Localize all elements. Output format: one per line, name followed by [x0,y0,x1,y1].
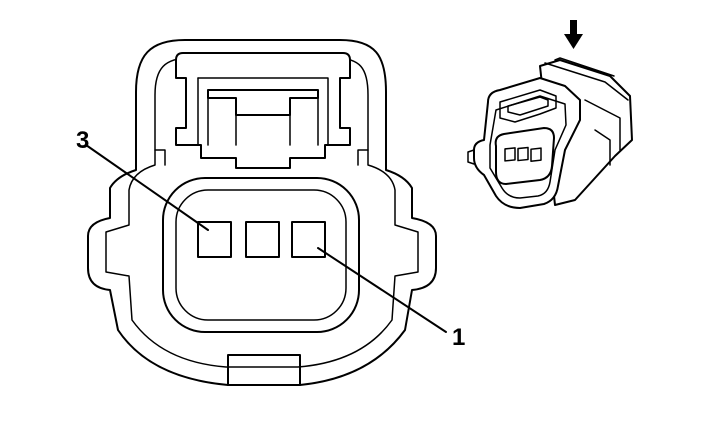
iso-latch [499,89,557,123]
pin-1-label: 1 [452,324,465,351]
iso-pin-2 [517,146,529,162]
iso-pin-3 [504,147,516,162]
iso-top-ridge [544,57,629,101]
rib-left [154,149,166,166]
bottom-key [227,354,301,386]
leader-line-pin-3 [85,144,209,231]
pin-3-label: 3 [76,127,89,154]
connector-front-view: 3 1 [76,39,465,386]
iso-cavity [494,127,555,185]
iso-latch-detail [507,96,549,116]
latch-lines [207,89,319,146]
rib-right [357,149,369,166]
pin-1-terminal [291,221,326,258]
pin-3-terminal [197,221,232,258]
iso-front-inner [489,95,567,199]
down-arrow-icon [564,20,583,49]
leader-line-pin-1 [317,247,447,333]
iso-pin-1 [530,147,542,162]
latch-inner [197,77,329,146]
iso-side-tab [467,149,475,165]
pin-2-terminal [245,221,280,258]
connector-iso-view [467,20,633,209]
cavity-outer [162,177,360,333]
cavity-inner [175,189,347,321]
housing-outline [87,39,437,386]
iso-side-detail [584,99,621,166]
